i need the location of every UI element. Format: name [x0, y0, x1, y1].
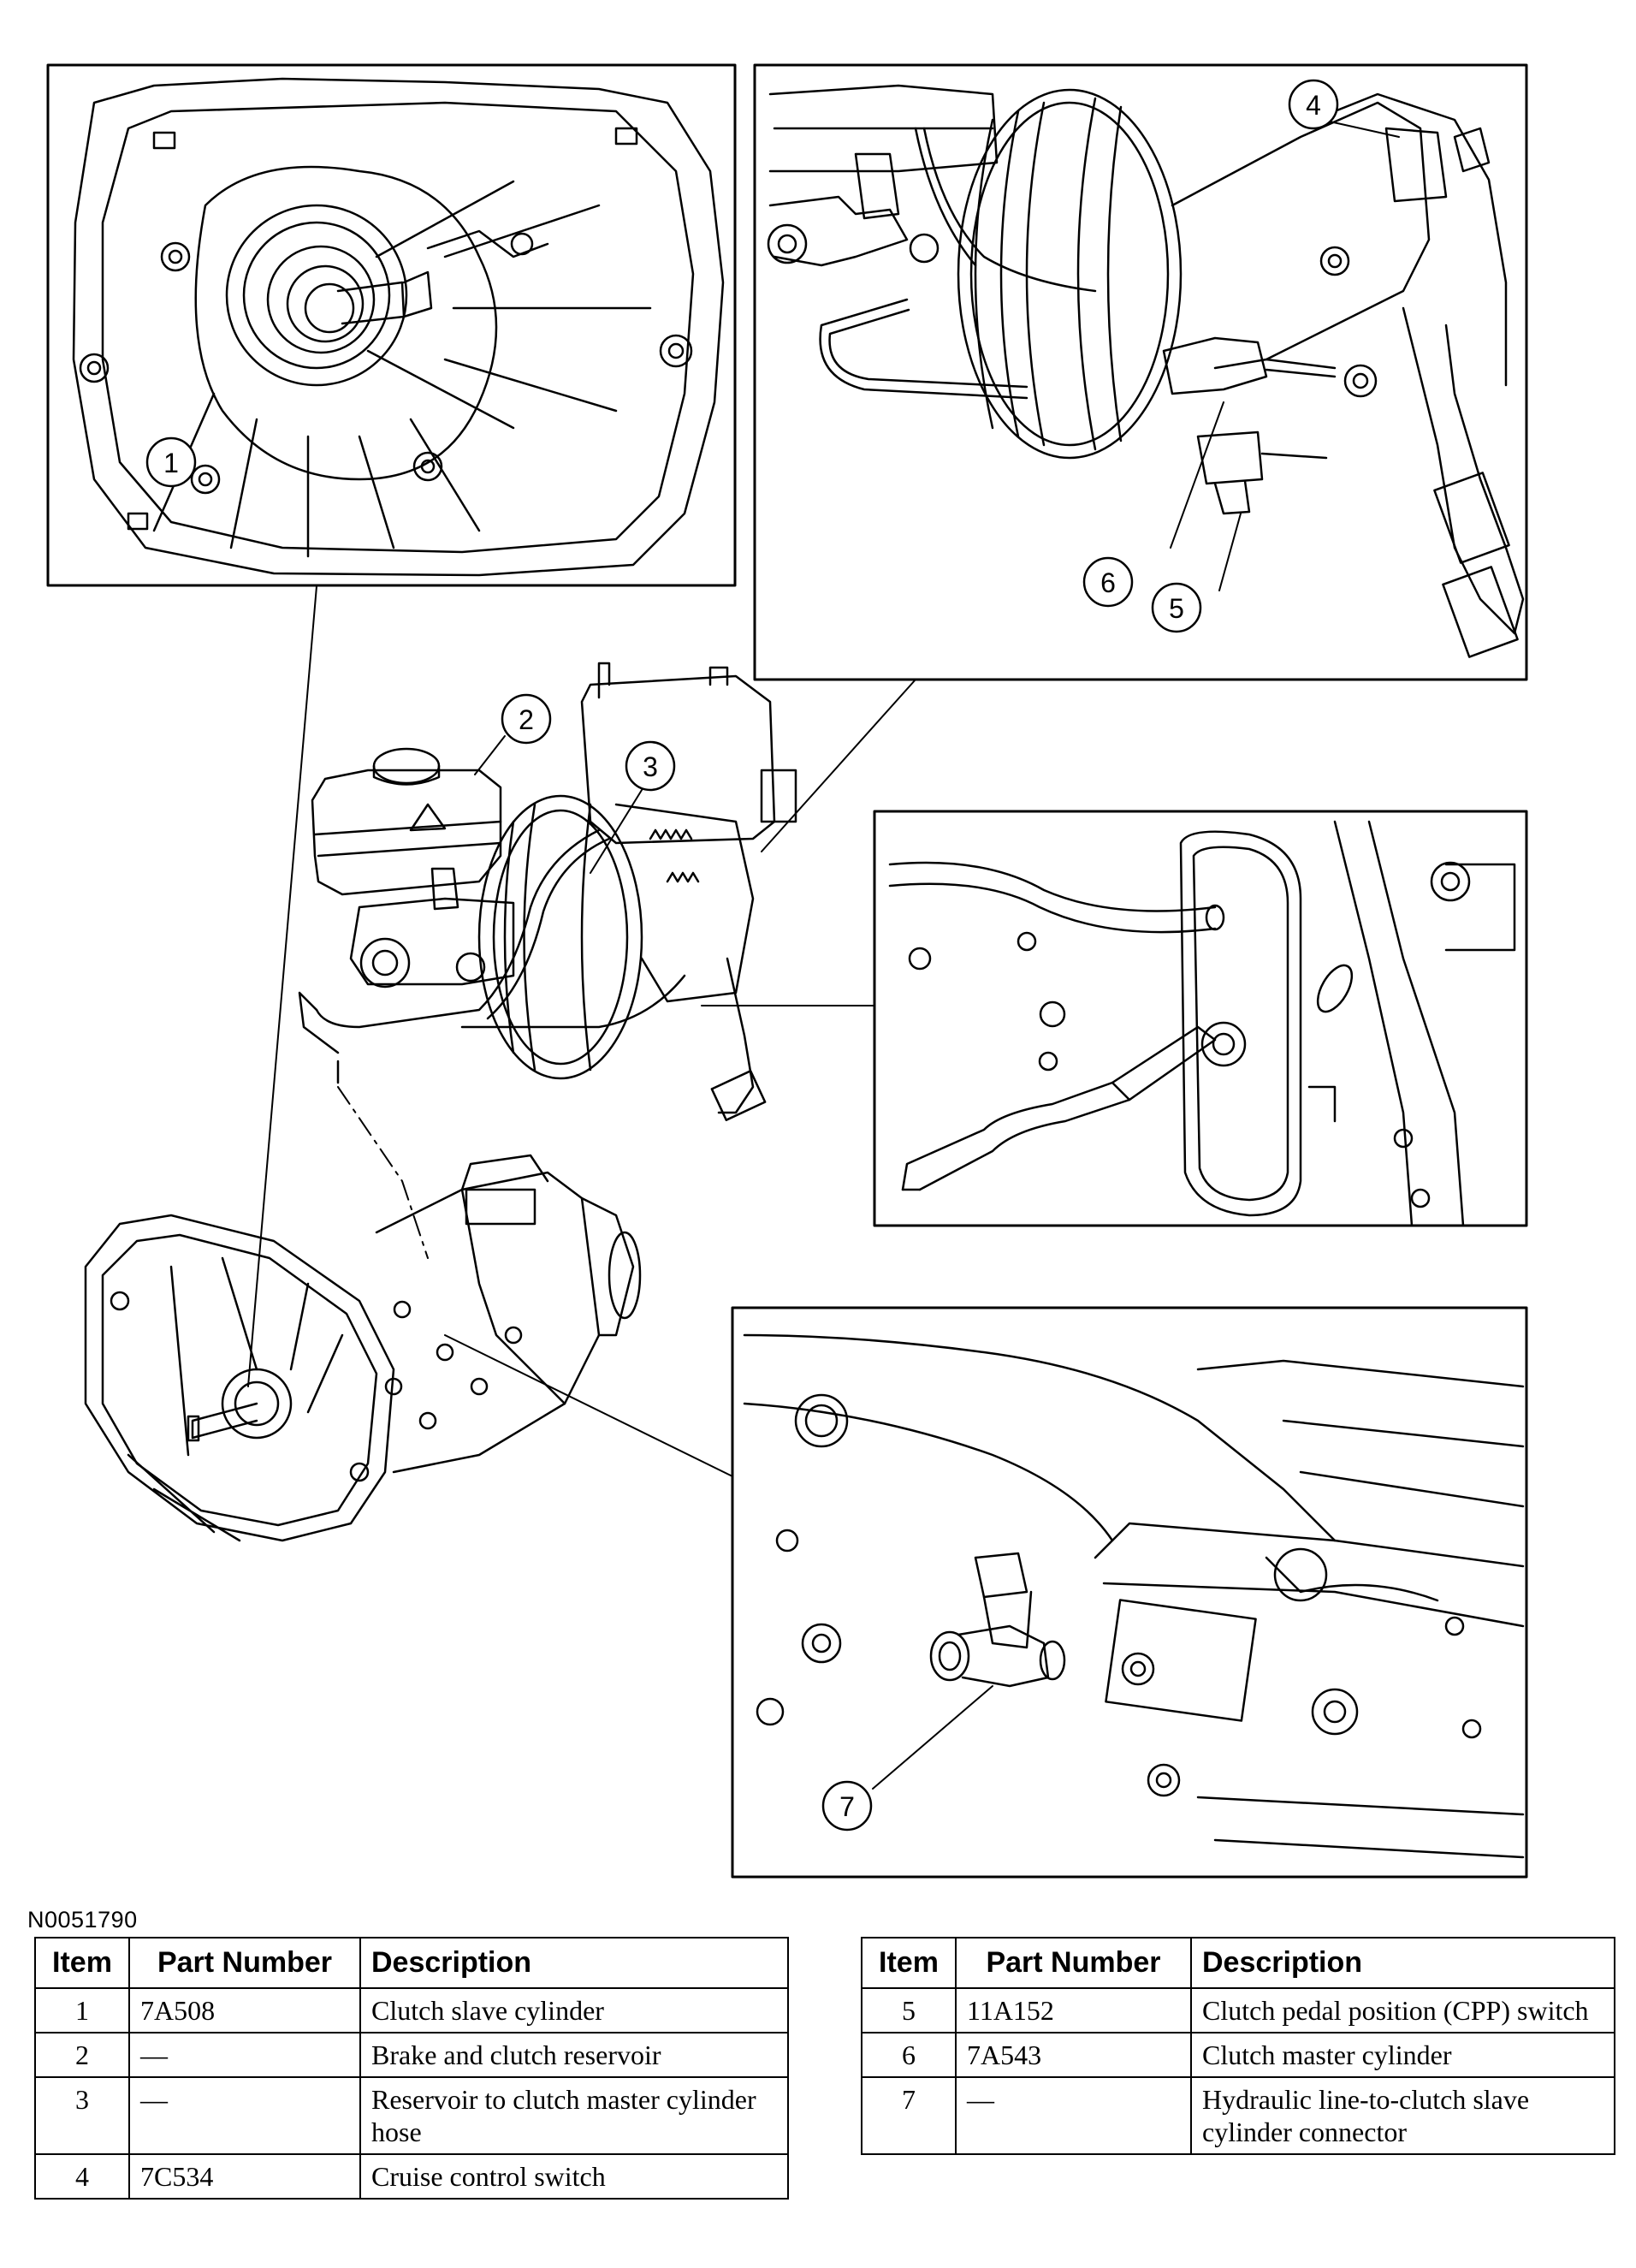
header-description: Description	[1190, 1937, 1615, 1989]
table-row: 4 7C534 Cruise control switch	[34, 2153, 789, 2200]
figure-id: N0051790	[27, 1907, 138, 1933]
item-number: 3	[34, 2076, 130, 2155]
part-description: Cruise control switch	[359, 2153, 789, 2200]
part-description: Clutch pedal position (CPP) switch	[1190, 1987, 1615, 2033]
svg-text:5: 5	[1169, 593, 1184, 624]
part-number: —	[128, 2076, 361, 2155]
detail-panel-pedal-assembly: 4 6 5	[753, 63, 1528, 681]
svg-text:3: 3	[643, 751, 658, 782]
part-number: 11A152	[955, 1987, 1192, 2033]
item-number: 5	[861, 1987, 957, 2033]
parts-table-right: Item Part Number Description 5 11A152 Cl…	[861, 1937, 1615, 2155]
item-number: 6	[861, 2032, 957, 2078]
header-item: Item	[34, 1937, 130, 1989]
part-number: 7A543	[955, 2032, 1192, 2078]
svg-text:7: 7	[839, 1791, 855, 1822]
item-number: 1	[34, 1987, 130, 2033]
exploded-view-illustration: 1	[46, 63, 1528, 1879]
table-row: 5 11A152 Clutch pedal position (CPP) swi…	[861, 1987, 1615, 2033]
part-number: 7C534	[128, 2153, 361, 2200]
svg-text:6: 6	[1100, 567, 1116, 598]
svg-text:4: 4	[1306, 90, 1321, 121]
transmission-assembly	[84, 585, 916, 1542]
svg-text:1: 1	[163, 448, 179, 478]
table-row: 2 — Brake and clutch reservoir	[34, 2032, 789, 2078]
center-booster-assembly: 2 3	[298, 662, 797, 1259]
header-part-number: Part Number	[955, 1937, 1192, 1989]
svg-text:2: 2	[519, 704, 534, 735]
table-row: 6 7A543 Clutch master cylinder	[861, 2032, 1615, 2078]
part-description: Reservoir to clutch master cylinder hose	[359, 2076, 789, 2155]
parts-table-left: Item Part Number Description 1 7A508 Clu…	[34, 1937, 789, 2200]
item-number: 7	[861, 2076, 957, 2155]
table-header-row: Item Part Number Description	[34, 1937, 789, 1989]
table-row: 3 — Reservoir to clutch master cylinder …	[34, 2076, 789, 2155]
table-row: 1 7A508 Clutch slave cylinder	[34, 1987, 789, 2033]
detail-panel-slave-cylinder: 1	[46, 63, 737, 587]
item-number: 4	[34, 2153, 130, 2200]
header-part-number: Part Number	[128, 1937, 361, 1989]
part-description: Hydraulic line-to-clutch slave cylinder …	[1190, 2076, 1615, 2155]
part-number: —	[955, 2076, 1192, 2155]
item-number: 2	[34, 2032, 130, 2078]
part-description: Clutch master cylinder	[1190, 2032, 1615, 2078]
part-number: 7A508	[128, 1987, 361, 2033]
header-item: Item	[861, 1937, 957, 1989]
header-description: Description	[359, 1937, 789, 1989]
detail-panel-hydraulic-connector: 7	[731, 1306, 1528, 1879]
table-row: 7 — Hydraulic line-to-clutch slave cylin…	[861, 2076, 1615, 2155]
part-description: Clutch slave cylinder	[359, 1987, 789, 2033]
part-description: Brake and clutch reservoir	[359, 2032, 789, 2078]
part-number: —	[128, 2032, 361, 2078]
table-header-row: Item Part Number Description	[861, 1937, 1615, 1989]
detail-panel-hose-connection	[873, 810, 1528, 1227]
